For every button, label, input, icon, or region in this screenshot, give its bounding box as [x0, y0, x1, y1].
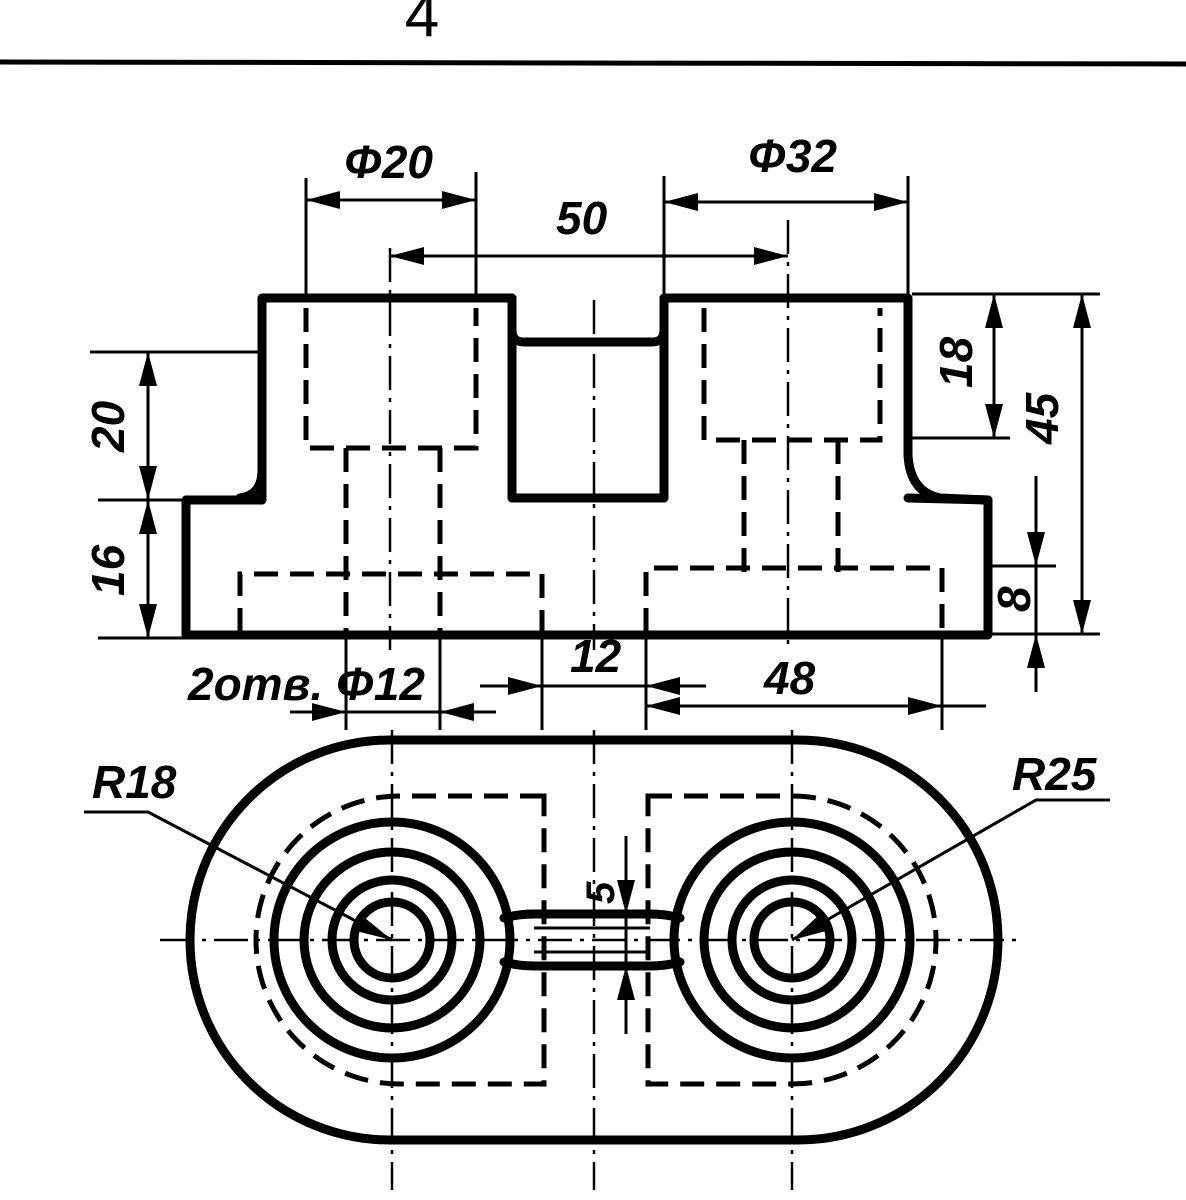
top-view-dimensions: R18 R25 5: [84, 748, 1110, 1034]
front-view: [181, 220, 993, 650]
top-view-outline: [185, 735, 1003, 1145]
header-rule: [0, 59, 1186, 67]
dim-r25-label: R25: [1012, 748, 1098, 800]
right-base-pocket-hidden: [643, 565, 945, 632]
dim-h16-label: 16: [82, 544, 134, 596]
dim-w48-label: 48: [763, 652, 816, 704]
connecting-rib: [499, 909, 685, 923]
dim-w12-label: 12: [570, 630, 622, 682]
dim-h45-label: 45: [1016, 391, 1068, 445]
dim-d20-label: Φ20: [344, 136, 433, 188]
dim-c50-label: 50: [556, 192, 608, 244]
right-pocket-hidden: [645, 793, 939, 1087]
dim-h8-label: 8: [988, 586, 1040, 612]
dim-r18-label: R18: [92, 756, 177, 808]
dim-h20-label: 20: [82, 400, 134, 453]
dim-holes-label: 2отв. Φ12: [187, 658, 425, 710]
page-number: 4: [404, 0, 440, 50]
left-boss-bore-hidden: [303, 308, 479, 451]
dim-w5-label: 5: [579, 881, 623, 904]
dim-d32-label: Φ32: [748, 130, 837, 182]
dim-h18-label: 18: [930, 336, 982, 388]
top-view: [160, 730, 1020, 1190]
front-view-dimensions: Φ20 Φ32 50 18 45 8: [82, 130, 1100, 730]
right-boss-bore-hidden: [701, 308, 883, 443]
left-pocket-hidden: [253, 793, 547, 1087]
